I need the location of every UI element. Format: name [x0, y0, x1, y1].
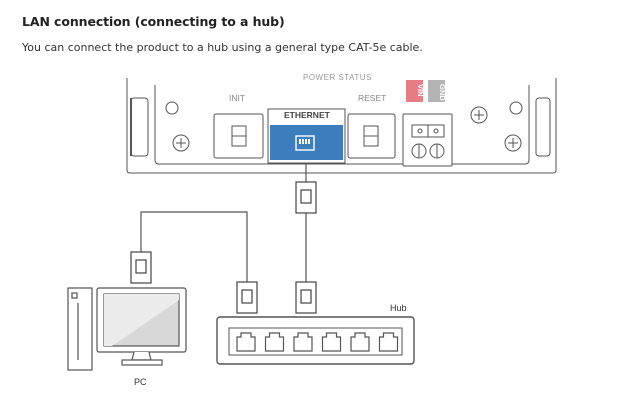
- hub-ports: [236, 332, 399, 352]
- hub-port-icon: [350, 332, 370, 352]
- hub-label: Hub: [390, 303, 407, 313]
- section-heading: LAN connection (connecting to a hub): [22, 14, 285, 29]
- reset-button: [347, 113, 396, 159]
- ethernet-jack-icon: [295, 135, 315, 151]
- hub-port-icon: [293, 332, 313, 352]
- power-terminal-block: [402, 113, 453, 167]
- screw-icon: [470, 106, 488, 124]
- screw-icon: [172, 134, 190, 152]
- gnd-label: GND: [438, 84, 447, 101]
- rj45-plug-icon: [236, 281, 258, 314]
- vin-label: VIN: [416, 84, 425, 97]
- mount-hole-icon: [509, 101, 523, 115]
- init-label: INIT: [229, 93, 245, 103]
- ethernet-label: ETHERNET: [284, 110, 331, 120]
- hub-port-icon: [264, 332, 285, 352]
- gnd-terminal-label-bg: [428, 80, 445, 102]
- rj45-plug-icon: [295, 281, 317, 314]
- reset-label: RESET: [358, 93, 386, 103]
- vin-terminal-label-bg: [406, 80, 423, 102]
- rj45-plug-icon: [295, 181, 317, 214]
- status-led-label: POWER STATUS: [303, 73, 372, 82]
- hub-port-icon: [378, 332, 399, 352]
- network-cables: [140, 163, 307, 282]
- init-button: [213, 113, 264, 159]
- screw-icon: [504, 134, 522, 152]
- hub-port-icon: [321, 332, 342, 352]
- hub-port-icon: [236, 332, 256, 352]
- pc: [67, 287, 187, 371]
- hub: [216, 316, 415, 365]
- pc-label: PC: [134, 377, 147, 387]
- rj45-plug-icon: [130, 251, 152, 284]
- section-description: You can connect the product to a hub usi…: [22, 41, 423, 54]
- device-panel: [126, 78, 557, 174]
- mount-hole-icon: [165, 101, 179, 115]
